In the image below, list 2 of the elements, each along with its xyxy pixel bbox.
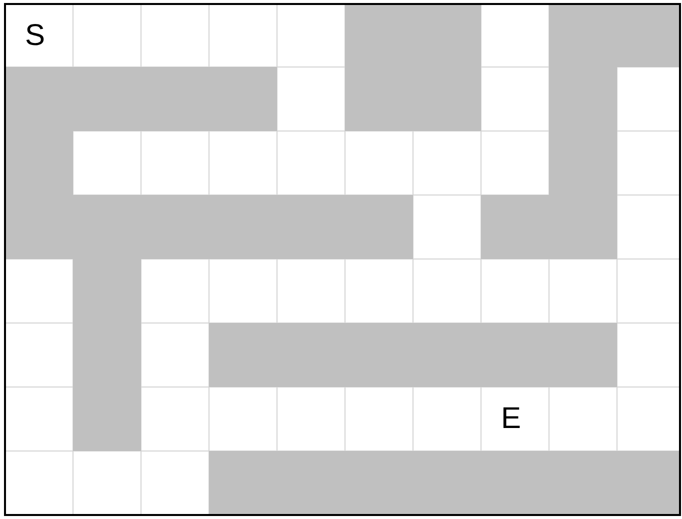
end-marker: E: [501, 404, 522, 434]
start-marker: S: [25, 21, 46, 51]
